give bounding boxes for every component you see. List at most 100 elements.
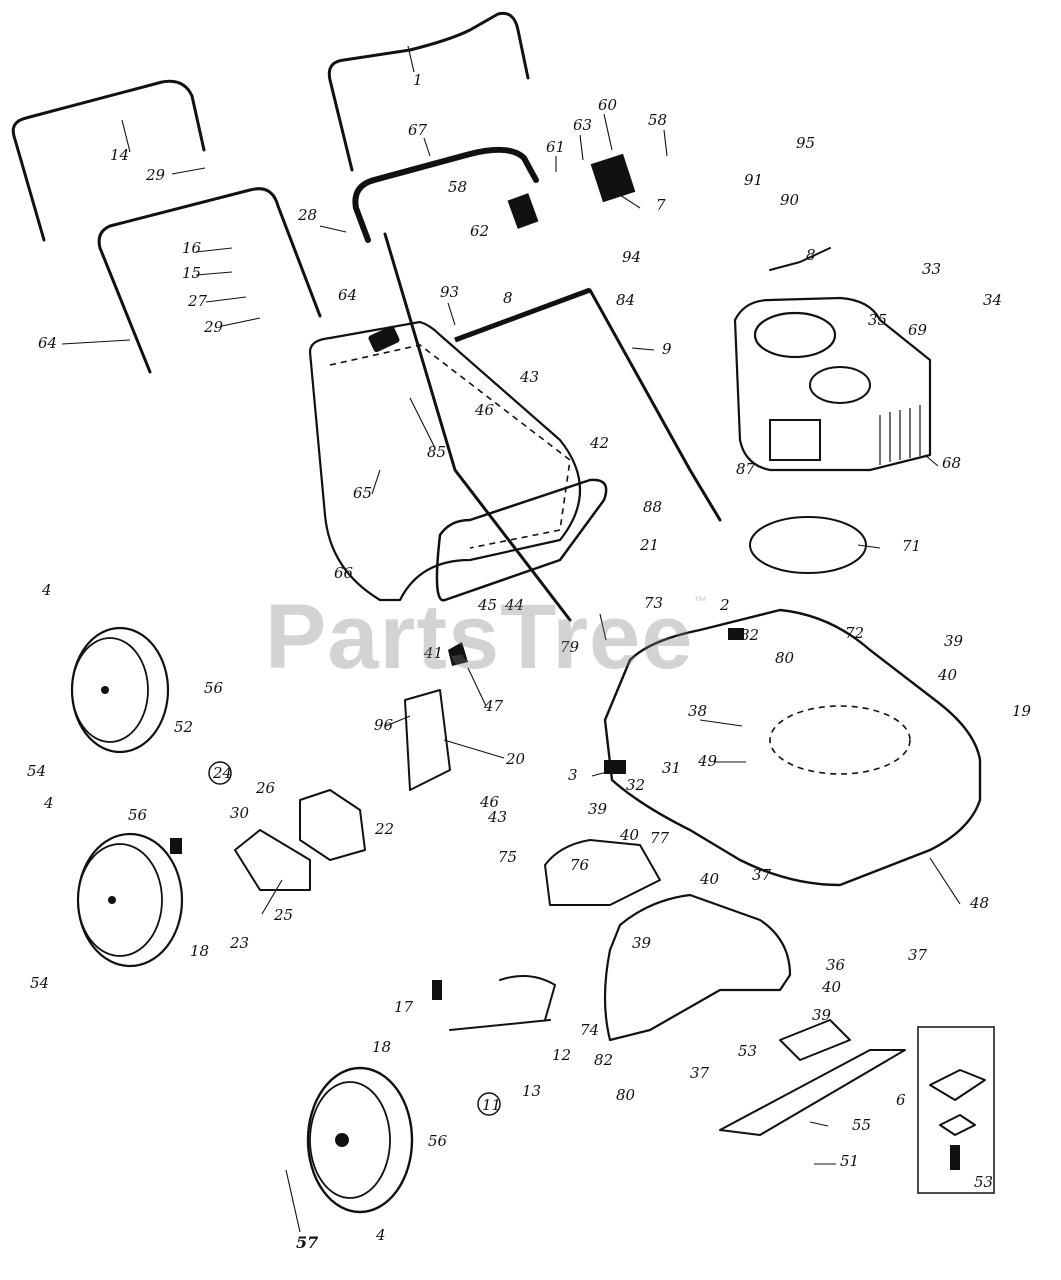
engine xyxy=(733,296,932,472)
callout-29b: 29 xyxy=(203,318,224,336)
callout-40b: 40 xyxy=(619,826,640,844)
blade-adapter xyxy=(779,1019,851,1061)
bag-frame xyxy=(435,478,608,602)
discharge-chute xyxy=(603,893,792,1042)
circle-24 xyxy=(208,761,232,785)
callout-49: 49 xyxy=(697,752,718,770)
callout-18b: 18 xyxy=(372,1038,391,1056)
callout-39b: 39 xyxy=(588,800,608,818)
callout-27: 27 xyxy=(187,292,208,310)
callout-32: 32 xyxy=(626,776,645,794)
callout-66: 66 xyxy=(334,564,354,582)
callout-69: 69 xyxy=(908,321,928,339)
callout-77: 77 xyxy=(650,829,670,847)
callout-23: 23 xyxy=(229,934,249,952)
callout-labels: 1 14 29 67 60 63 58 95 61 58 7 91 90 28 … xyxy=(27,71,1032,1252)
callout-72: 72 xyxy=(845,624,864,642)
rear-axle xyxy=(449,975,556,1031)
inset-bolt xyxy=(950,1145,960,1170)
callout-54: 54 xyxy=(27,762,46,780)
hubcap-17 xyxy=(432,980,442,1000)
callout-39: 39 xyxy=(944,632,964,650)
callout-46: 46 xyxy=(474,401,495,419)
inset-frame xyxy=(917,1026,995,1194)
callout-67: 67 xyxy=(408,121,428,139)
deck-opening xyxy=(769,705,911,775)
callout-85: 85 xyxy=(427,443,446,461)
callout-51: 51 xyxy=(840,1152,859,1170)
bolt-3 xyxy=(604,760,626,774)
callout-62: 62 xyxy=(470,222,489,240)
callout-8: 8 xyxy=(806,246,816,264)
callout-57: 57 xyxy=(296,1233,318,1252)
crossbar xyxy=(454,287,591,343)
callout-30: 30 xyxy=(230,804,250,822)
spring xyxy=(507,193,539,229)
callout-58b: 58 xyxy=(448,178,467,196)
callout-96: 96 xyxy=(374,716,394,734)
callout-18: 18 xyxy=(190,942,209,960)
callout-33: 33 xyxy=(922,260,941,278)
callout-56: 56 xyxy=(204,679,224,697)
wheel-bottom xyxy=(306,1066,414,1214)
callout-4b: 4 xyxy=(43,794,54,812)
callout-40: 40 xyxy=(937,666,958,684)
watermark-brand: PartsTree xyxy=(265,586,694,688)
callout-88: 88 xyxy=(643,498,662,516)
callout-82: 82 xyxy=(740,626,759,644)
callout-76: 76 xyxy=(570,856,590,874)
callout-42: 42 xyxy=(589,434,609,452)
height-adjuster-plate xyxy=(299,789,366,861)
callout-54b: 54 xyxy=(30,974,49,992)
callout-56b: 56 xyxy=(128,806,148,824)
callout-63: 63 xyxy=(573,116,592,134)
callout-12: 12 xyxy=(552,1046,571,1064)
engine-adapter xyxy=(749,516,867,574)
callout-61: 61 xyxy=(546,138,565,156)
callout-53b: 53 xyxy=(974,1173,993,1191)
bolt-82 xyxy=(728,628,744,640)
callout-6: 6 xyxy=(896,1091,906,1109)
callout-24: 24 xyxy=(212,764,232,782)
inset-adapter xyxy=(929,1069,986,1136)
callout-71: 71 xyxy=(902,537,921,555)
leader-lines xyxy=(61,45,961,1233)
callout-90: 90 xyxy=(780,191,800,209)
callout-8b: 8 xyxy=(503,289,513,307)
callout-1: 1 xyxy=(413,71,423,89)
wheel-middle xyxy=(76,832,184,968)
throttle-cable xyxy=(769,247,831,271)
blade xyxy=(719,1049,906,1136)
callout-79: 79 xyxy=(560,638,580,656)
callout-34: 34 xyxy=(983,291,1002,309)
height-adjuster xyxy=(404,689,451,791)
callout-38: 38 xyxy=(688,702,707,720)
callout-11: 11 xyxy=(482,1096,501,1114)
callout-73: 73 xyxy=(644,594,663,612)
callout-36: 36 xyxy=(826,956,846,974)
callout-7: 7 xyxy=(656,196,666,214)
partstree-watermark: PartsTree™ xyxy=(265,585,708,690)
callout-44: 44 xyxy=(504,596,524,614)
left-upper-handle xyxy=(11,79,206,242)
callout-9: 9 xyxy=(662,340,672,358)
choke-assembly xyxy=(590,153,636,203)
upper-handle xyxy=(327,11,530,172)
rear-flap xyxy=(544,839,661,906)
watermark-trademark: ™ xyxy=(693,593,709,609)
wheel-top xyxy=(70,626,170,754)
callout-29: 29 xyxy=(145,166,166,184)
callout-40d: 40 xyxy=(821,978,842,996)
callout-53: 53 xyxy=(738,1042,757,1060)
callout-68: 68 xyxy=(942,454,961,472)
callout-65: 65 xyxy=(353,484,372,502)
callout-26: 26 xyxy=(255,779,276,797)
mower-deck xyxy=(603,608,982,887)
callout-46b: 46 xyxy=(479,793,500,811)
callout-15: 15 xyxy=(182,264,201,282)
callout-4c: 4 xyxy=(375,1226,386,1244)
callout-60: 60 xyxy=(598,96,618,114)
hub-56 xyxy=(170,838,182,854)
callout-39c: 39 xyxy=(632,934,652,952)
